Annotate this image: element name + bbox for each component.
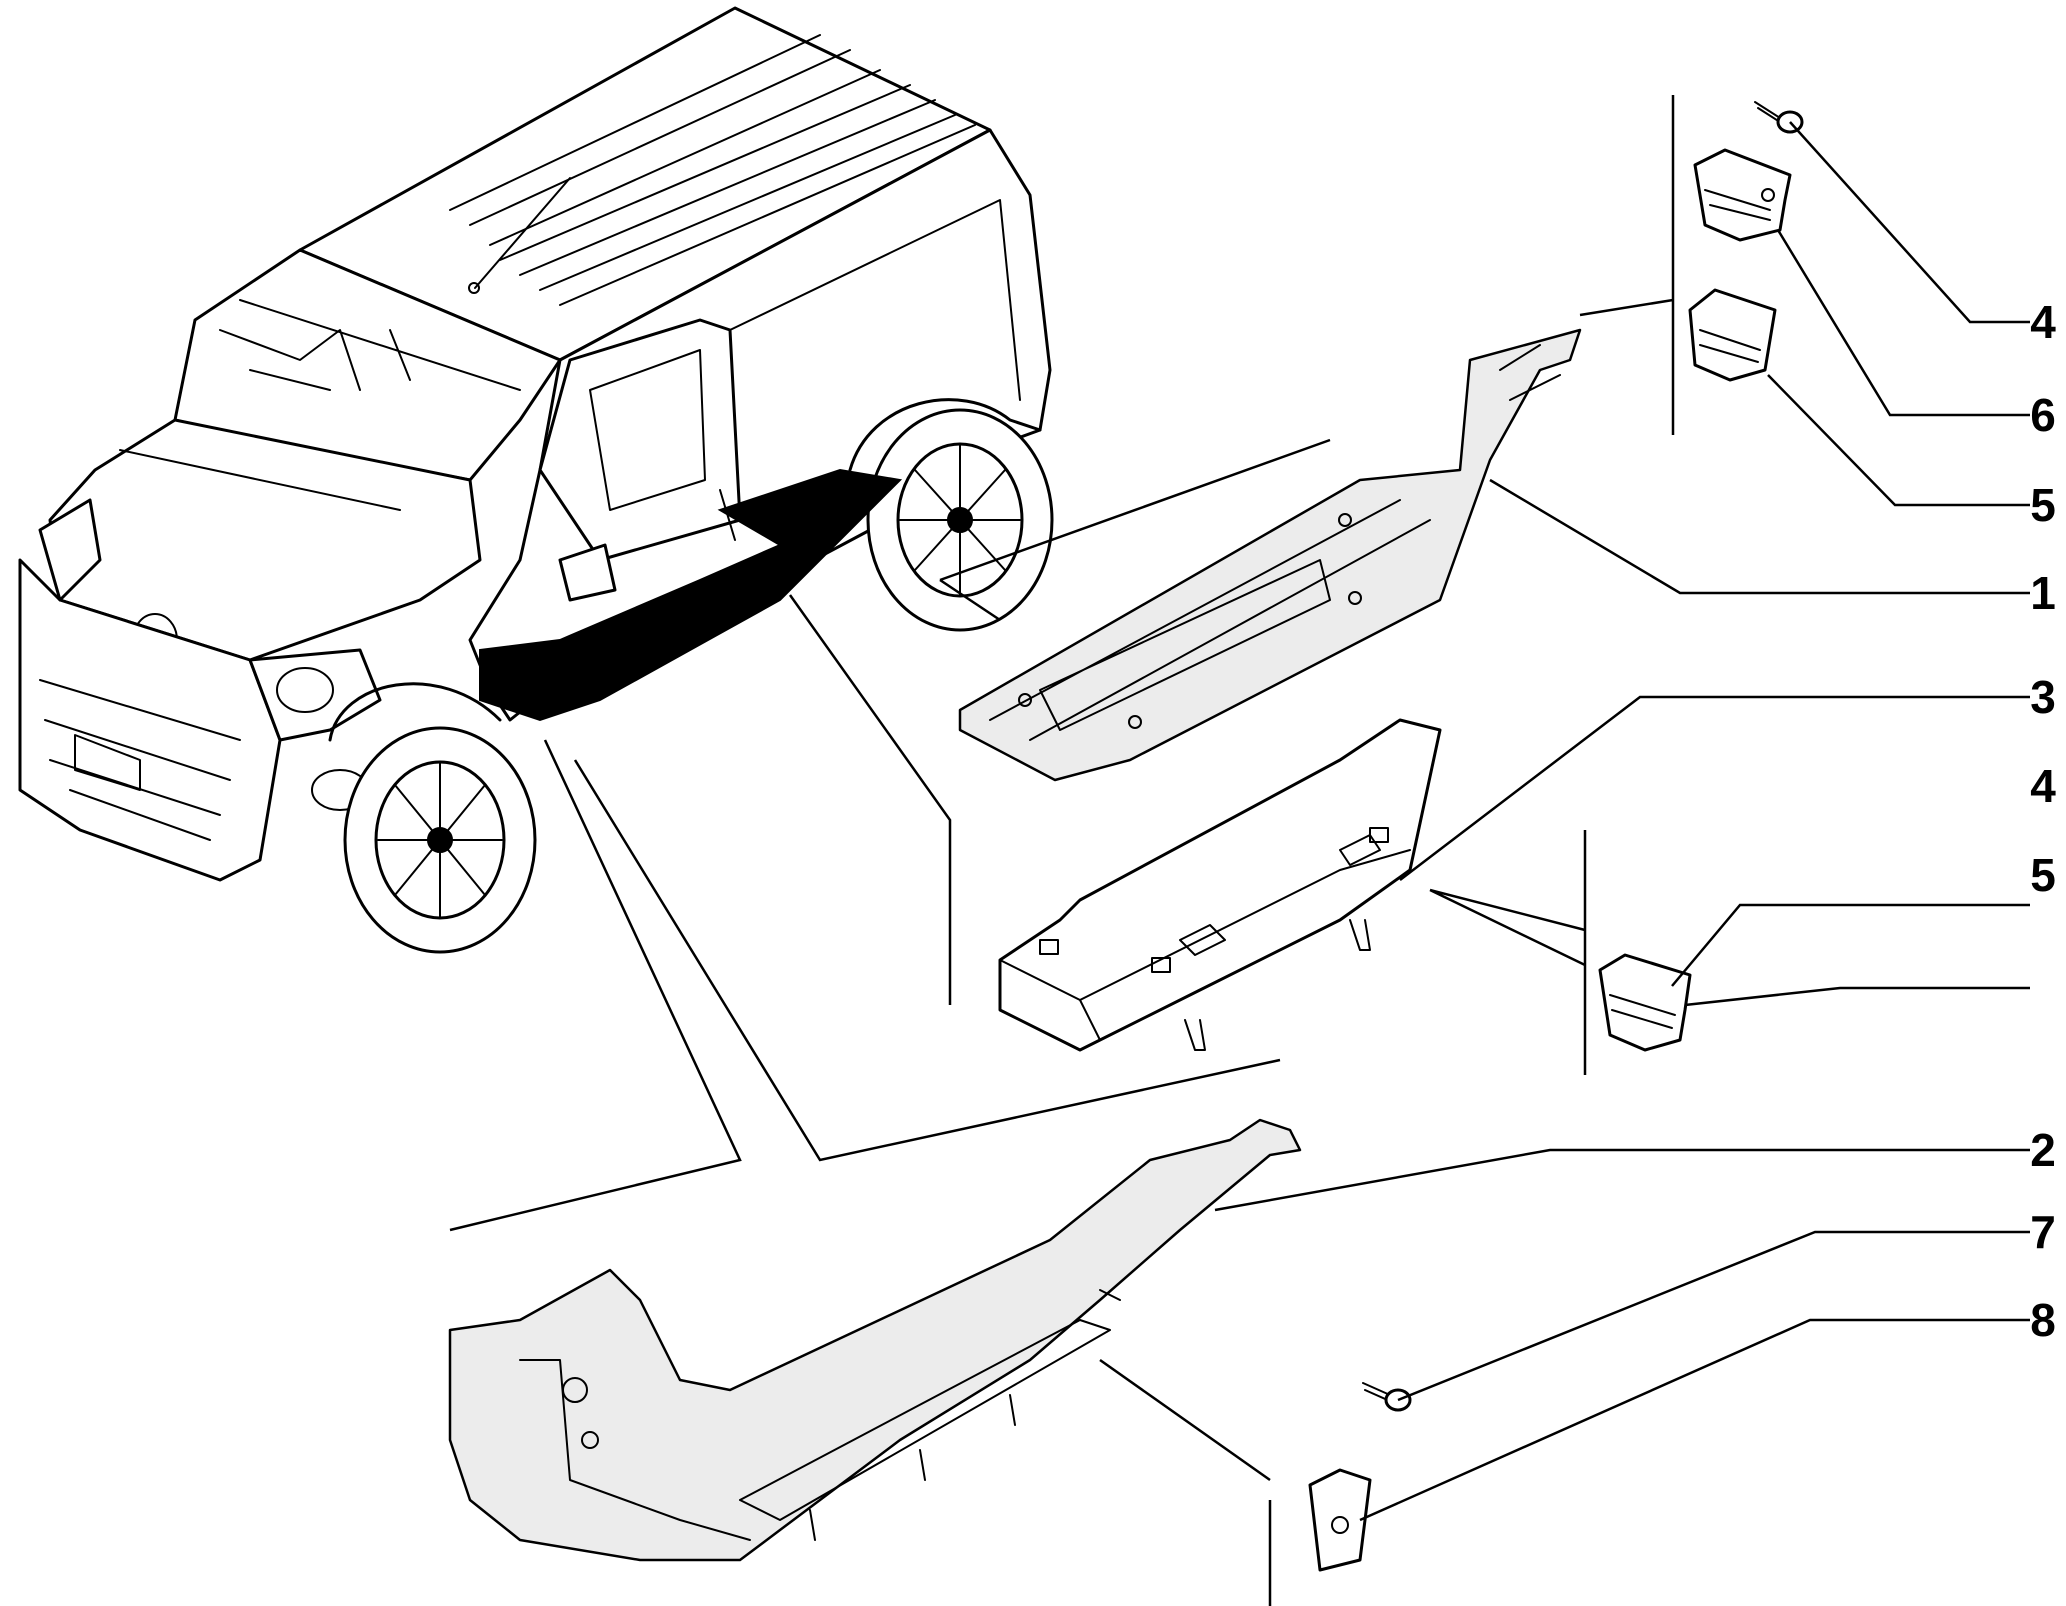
callout-labels: 4 6 5 1 3 4 5 2 7 8	[2030, 296, 2056, 1346]
callout-label-c3: 3	[2030, 671, 2056, 723]
leader-lines	[1214, 121, 2030, 1522]
callout-label-c2: 2	[2030, 1124, 2056, 1176]
part-2-sill-liner	[448, 1118, 1302, 1562]
clip-6	[1693, 148, 1792, 242]
van-illustration	[18, 6, 1054, 954]
clip-5-mid	[1598, 953, 1692, 1052]
rear-wheel	[866, 408, 1054, 632]
callout-label-c4a: 4	[2030, 296, 2056, 348]
front-wheel	[343, 726, 537, 954]
callout-label-c6: 6	[2030, 389, 2056, 441]
callout-label-c4b: 4	[2030, 760, 2056, 812]
guide-lines	[449, 95, 1675, 1606]
callout-label-c5a: 5	[2030, 479, 2056, 531]
part-1-step-plate	[958, 328, 1582, 782]
clip-8	[1308, 1468, 1372, 1572]
callout-label-c7: 7	[2030, 1206, 2056, 1258]
callout-label-c8: 8	[2030, 1294, 2056, 1346]
highlighted-sill	[479, 468, 903, 722]
screw-7	[1362, 1382, 1412, 1412]
callout-label-c5b: 5	[2030, 849, 2056, 901]
callout-label-c1: 1	[2030, 567, 2056, 619]
clip-5-top	[1688, 288, 1777, 382]
part-3-support-bracket	[998, 718, 1442, 1052]
